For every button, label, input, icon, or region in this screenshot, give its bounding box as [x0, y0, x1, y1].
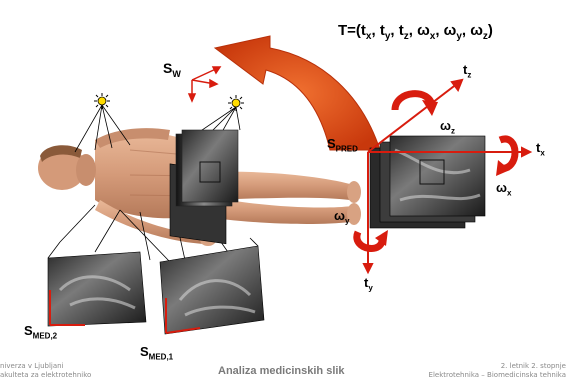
rotation-arrow-y-icon — [357, 230, 388, 248]
label-spred: SPRED — [327, 136, 358, 154]
formula-sub-4: y — [456, 31, 462, 42]
footer-right-line1: 2. letnik 2. stopnje — [429, 362, 566, 371]
formula-base-4: ω — [444, 22, 457, 39]
projection-image-med1 — [160, 238, 264, 334]
transform-formula: T=(tx, ty, tz, ωx, ωy, ωz) — [338, 22, 493, 42]
rotation-arrow-z-icon — [395, 94, 438, 116]
label-tx: tx — [536, 140, 545, 158]
label-sw: SW — [163, 60, 181, 79]
label-smed2: SMED,2 — [24, 323, 57, 341]
footer-left-line1: niverza v Ljubljani — [0, 362, 91, 371]
footer-center-title: Analiza medicinskih slik — [218, 365, 345, 377]
footer-left-line2: akulteta za elektrotehniko — [0, 371, 91, 380]
footer-left: niverza v Ljubljani akulteta za elektrot… — [0, 362, 91, 380]
footer-right: 2. letnik 2. stopnje Elektrotehnika – Bi… — [429, 362, 566, 380]
label-wx: ωx — [496, 180, 511, 198]
ct-volume-pred — [370, 136, 485, 228]
formula-prefix: T=(t — [338, 22, 366, 39]
world-axes — [189, 67, 220, 101]
rotation-arrow-x-icon — [496, 139, 515, 176]
formula-sub-2: z — [404, 31, 409, 42]
ct-volume-on-body — [170, 130, 238, 244]
formula-base-5: ω — [470, 22, 483, 39]
formula-sub-1: y — [385, 31, 391, 42]
formula-sub-3: x — [430, 31, 436, 42]
footer-right-line2: Elektrotehnika – Biomedicinska tehnika — [429, 371, 566, 380]
transform-arrow — [215, 36, 380, 150]
label-ty: ty — [364, 275, 373, 293]
formula-sub-0: x — [366, 31, 372, 42]
label-wy: ωy — [334, 208, 349, 226]
formula-sub-5: z — [483, 31, 488, 42]
projection-image-med2 — [48, 242, 146, 326]
formula-base-3: ω — [417, 22, 430, 39]
label-smed1: SMED,1 — [140, 344, 173, 362]
label-wz: ωz — [440, 118, 455, 136]
label-tz: tz — [463, 62, 471, 80]
